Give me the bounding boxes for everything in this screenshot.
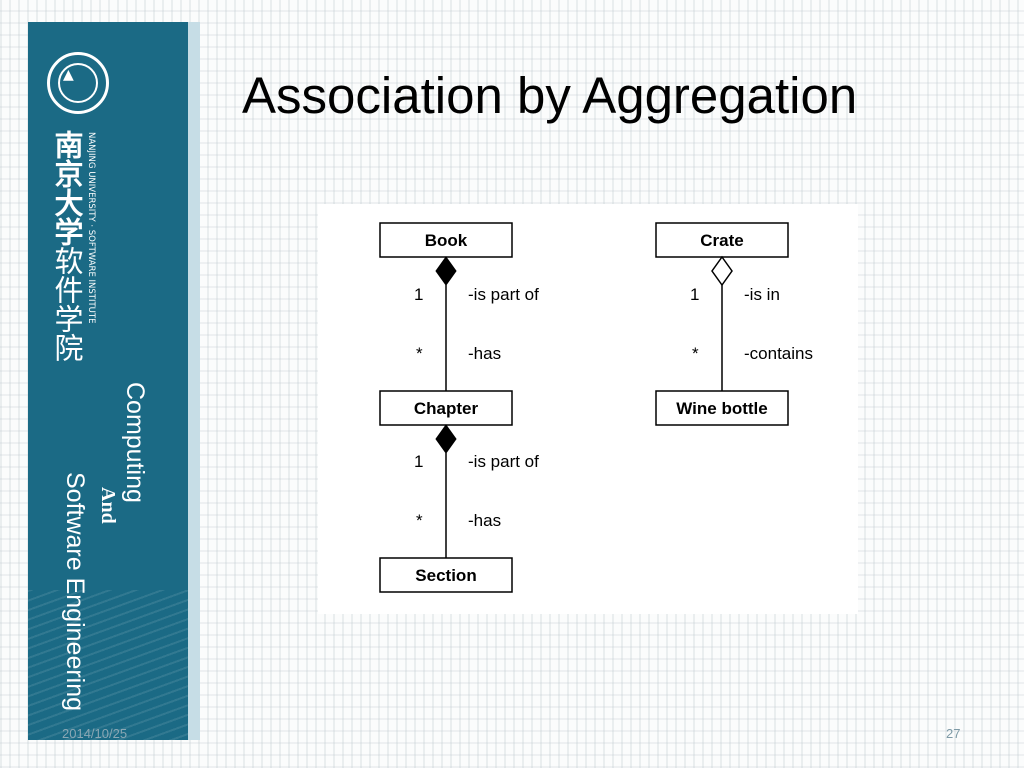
course-title-and: And	[97, 487, 119, 524]
slide-page-number: 27	[946, 726, 961, 741]
class-label-crate: Crate	[700, 231, 743, 250]
university-name-chinese: 南京大学软件学院	[50, 130, 88, 362]
class-box-book	[379, 222, 513, 258]
class-box-wine-bottle	[655, 390, 789, 426]
university-name-english: NANJING UNIVERSITY · SOFTWARE INSTITUTE	[86, 132, 96, 324]
class-box-crate	[655, 222, 789, 258]
composition-diamond-chapter	[435, 424, 457, 454]
multiplicity-bottle-many: *	[692, 344, 699, 363]
slide-date: 2014/10/25	[62, 726, 128, 741]
multiplicity-chapter-many: *	[416, 344, 423, 363]
sidebar-wave-decoration	[28, 590, 188, 740]
class-label-chapter: Chapter	[414, 399, 479, 418]
class-label-book: Book	[425, 231, 468, 250]
multiplicity-chapter-one: 1	[414, 452, 423, 471]
institute-name-cn-text: 软件学院	[50, 246, 84, 362]
role-bottle-contains: -contains	[744, 344, 813, 363]
class-box-chapter	[379, 390, 513, 426]
university-name-cn-text: 南京大学	[50, 130, 84, 246]
aggregation-diamond-crate	[711, 255, 733, 287]
sidebar-edge-stripe	[188, 22, 200, 740]
role-book-is-part-of: -is part of	[468, 285, 539, 304]
sidebar-banner: ▲ 南京大学软件学院 NANJING UNIVERSITY · SOFTWARE…	[28, 22, 188, 740]
role-chapter-is-part-of: -is part of	[468, 452, 539, 471]
multiplicity-book-one: 1	[414, 285, 423, 304]
class-box-section	[379, 557, 513, 593]
logo-ring	[58, 63, 98, 103]
class-label-wine-bottle: Wine bottle	[676, 399, 767, 418]
course-title-software-engineering: Software Engineering	[61, 472, 89, 711]
composition-diamond-book	[435, 256, 457, 286]
role-section-has: -has	[468, 511, 501, 530]
course-title-computing: Computing	[121, 382, 149, 503]
role-crate-is-in: -is in	[744, 285, 780, 304]
uml-diagram-panel: Book 1 -is part of * -has Chapter 1 -is …	[318, 204, 858, 614]
role-chapter-has: -has	[468, 344, 501, 363]
multiplicity-crate-one: 1	[690, 285, 699, 304]
university-logo: ▲	[47, 52, 109, 114]
logo-emblem-icon: ▲	[63, 67, 74, 83]
multiplicity-section-many: *	[416, 511, 423, 530]
uml-diagram: Book 1 -is part of * -has Chapter 1 -is …	[379, 222, 813, 593]
slide-title: Association by Aggregation	[242, 67, 858, 124]
class-label-section: Section	[415, 566, 476, 585]
